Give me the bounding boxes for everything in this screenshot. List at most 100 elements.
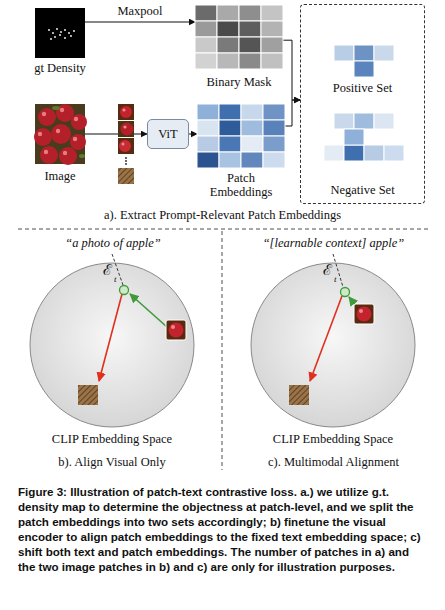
- binary-mask-grid-graphic-part: [261, 5, 283, 21]
- density-map-graphic-part: [64, 37, 66, 39]
- set-group-box-graphic: [301, 5, 426, 205]
- binary-mask-grid-graphic-part: [195, 21, 217, 37]
- density-map-graphic-part: [52, 32, 54, 34]
- image-patches-part: [125, 160, 127, 162]
- input-image-graphic-part: [40, 146, 58, 164]
- binary-mask-grid-graphic-part: [261, 53, 283, 69]
- input-image-graphic-part: [70, 134, 86, 150]
- density-map: gt Density: [35, 8, 85, 58]
- image-patches-part: [118, 121, 134, 137]
- embedding-space-circle-graphic-part: [30, 263, 194, 427]
- embedding-grid-graphic-part: [219, 104, 241, 120]
- binary-mask-grid-graphic-part: [195, 37, 217, 53]
- text-label: a). Extract Prompt-Relevant Patch Embedd…: [0, 208, 445, 223]
- embedding-grid-graphic-part: [219, 120, 241, 136]
- set-group-box-graphic-part: [334, 45, 354, 61]
- input-image: Image: [35, 104, 85, 164]
- node-label: Patch Embeddings: [201, 171, 281, 199]
- density-map-graphic-part: [60, 31, 62, 33]
- encoder-box: ViT: [147, 119, 189, 149]
- embedding-grid-graphic-part: [241, 120, 263, 136]
- image-patches-part: [122, 143, 125, 146]
- input-image-graphic-part: [63, 151, 67, 155]
- set-group-box-graphic-part: [374, 113, 394, 129]
- input-image-graphic-part: [38, 108, 56, 126]
- node-label: gt Density: [15, 61, 105, 75]
- input-image-graphic-part: [38, 132, 42, 136]
- set-group-box-graphic-part: [354, 61, 374, 77]
- text-label: b). Align Visual Only: [12, 455, 212, 470]
- embedding-grid-graphic-part: [219, 136, 241, 152]
- input-image-graphic-part: [44, 150, 48, 154]
- input-image-graphic-part: [73, 137, 77, 141]
- connector-arrow: [283, 40, 300, 100]
- embedding-grid-graphic-part: [263, 104, 285, 120]
- connector-arrow: [285, 100, 300, 126]
- text-label: t: [114, 272, 122, 287]
- input-image-graphic-part: [35, 104, 85, 164]
- binary-mask-grid-graphic-part: [217, 21, 239, 37]
- connector-arrow: [85, 134, 147, 135]
- binary-mask-grid-graphic-part: [195, 53, 217, 69]
- input-image-graphic-part: [74, 117, 78, 121]
- set-group-box-graphic-part: [334, 113, 354, 129]
- set-group-box-graphic-part: [364, 145, 384, 161]
- embedding-grid-graphic-part: [219, 152, 241, 168]
- node-label: CLIP Embedding Space: [9, 432, 215, 446]
- density-map-graphic-part: [68, 32, 70, 34]
- image-patches-part: [125, 163, 127, 165]
- set-group-box: Positive SetNegative Set: [300, 4, 425, 204]
- binary-mask-grid-graphic-part: [239, 5, 261, 21]
- binary-mask-grid-graphic-part: [217, 5, 239, 21]
- panel-separator-part: [18, 229, 428, 230]
- connector-arrow: [85, 22, 195, 23]
- set-group-box-graphic-part: [374, 45, 394, 61]
- input-image-graphic-part: [79, 154, 85, 158]
- binary-mask-grid-graphic-part: [217, 53, 239, 69]
- input-image-graphic-part: [60, 108, 64, 112]
- density-map-graphic: [35, 8, 85, 58]
- embedding-space-circle-graphic: [29, 262, 195, 428]
- set-group-box-graphic-part: [344, 145, 364, 161]
- embedding-grid-graphic-part: [197, 152, 219, 168]
- input-image-graphic-part: [52, 106, 60, 110]
- image-patches-part: [118, 168, 134, 184]
- input-image-graphic-part: [51, 124, 71, 144]
- image-patches: [118, 104, 134, 184]
- binary-mask-grid: Binary Mask: [195, 5, 283, 69]
- input-image-graphic: [35, 104, 85, 164]
- input-image-graphic-part: [42, 112, 46, 116]
- density-map-graphic-part: [48, 29, 50, 31]
- embedding-space-circle-graphic: [250, 262, 416, 428]
- image-patches-part: [125, 157, 127, 159]
- image-patches-part: [120, 106, 132, 118]
- embedding-grid-graphic-part: [241, 104, 263, 120]
- image-patches-part: [123, 125, 126, 128]
- density-map-graphic-part: [56, 28, 58, 30]
- binary-mask-grid-graphic-part: [239, 37, 261, 53]
- binary-mask-grid-graphic-part: [195, 5, 217, 21]
- embedding-space-circle: CLIP Embedding Space: [29, 262, 195, 428]
- embedding-space-circle: CLIP Embedding Space: [250, 262, 416, 428]
- embedding-grid-graphic-part: [263, 152, 285, 168]
- image-patches-part: [119, 140, 131, 152]
- input-image-graphic-part: [59, 147, 77, 165]
- binary-mask-grid-graphic-part: [261, 37, 283, 53]
- node-label: Binary Mask: [185, 75, 293, 89]
- set-group-box-graphic-part: [354, 113, 374, 129]
- binary-mask-grid-graphic-part: [217, 37, 239, 53]
- density-map-graphic-part: [70, 35, 72, 37]
- panel-separator-part: [222, 231, 223, 470]
- image-patches-part: [118, 104, 134, 120]
- input-image-graphic-part: [34, 128, 52, 146]
- text-label: “a photo of apple”: [18, 236, 208, 251]
- image-patches-part: [118, 138, 134, 154]
- embedding-grid-graphic-part: [263, 136, 285, 152]
- embedding-grid-graphic-part: [263, 120, 285, 136]
- node-label: CLIP Embedding Space: [230, 432, 436, 446]
- embedding-grid: Patch Embeddings: [197, 104, 285, 168]
- connector-arrow: [189, 134, 197, 135]
- input-image-graphic-part: [56, 129, 60, 133]
- figure-caption: Figure 3: Illustration of patch-text con…: [18, 484, 428, 574]
- embedding-grid-graphic-part: [197, 120, 219, 136]
